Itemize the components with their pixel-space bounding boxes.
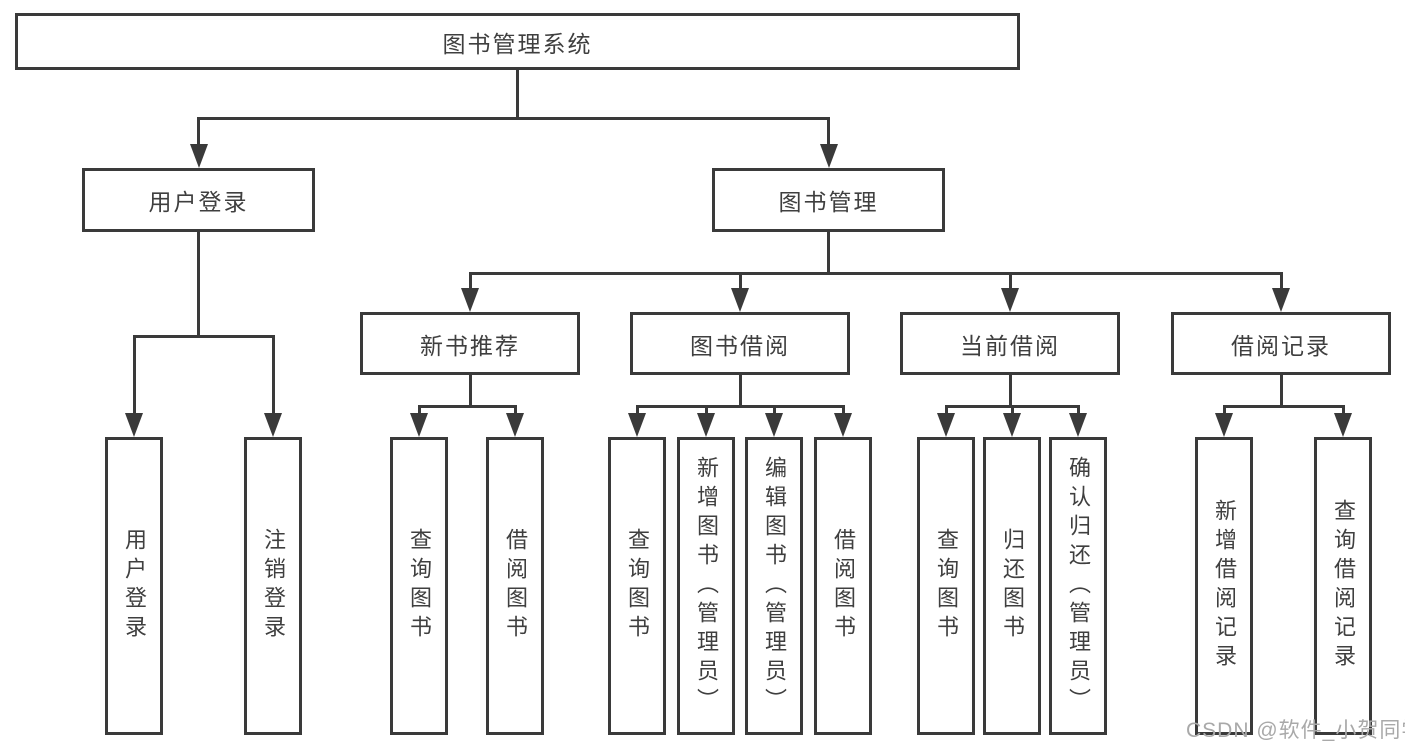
- connector-line: [468, 273, 472, 292]
- arrowhead-icon: [410, 413, 428, 437]
- node-library-management-system: 图书管理系统: [15, 13, 1020, 70]
- connector-line: [738, 273, 742, 292]
- node-leaf-user-login: 用户登录: [105, 437, 163, 735]
- connector-line: [1076, 406, 1080, 417]
- arrowhead-icon: [697, 413, 715, 437]
- arrowhead-icon: [506, 413, 524, 437]
- connector-line: [1279, 373, 1283, 406]
- arrowhead-icon: [1069, 413, 1087, 437]
- node-user-login: 用户登录: [82, 168, 315, 232]
- connector-line: [827, 230, 830, 273]
- node-borrowing-records: 借阅记录: [1171, 312, 1391, 375]
- arrowhead-icon: [819, 144, 838, 168]
- arrowhead-icon: [1334, 413, 1352, 437]
- connector-line: [1279, 273, 1283, 292]
- connector-line: [417, 406, 421, 417]
- node-leaf-query-books-1: 查询图书: [390, 437, 448, 735]
- csdn-watermark: CSDN @软件_小贺同学: [1186, 719, 1405, 742]
- arrowhead-icon: [628, 413, 646, 437]
- node-leaf-add-borrow-record: 新增借阅记录: [1195, 437, 1253, 735]
- connector-line: [635, 406, 639, 417]
- arrowhead-icon: [765, 413, 783, 437]
- node-leaf-logout: 注销登录: [244, 437, 302, 735]
- arrowhead-icon: [1003, 413, 1021, 437]
- connector-line: [468, 271, 1283, 275]
- arrowhead-icon: [1272, 288, 1290, 312]
- node-leaf-return-books: 归还图书: [983, 437, 1041, 735]
- arrowhead-icon: [937, 413, 955, 437]
- connector-line: [738, 373, 742, 406]
- connector-line: [513, 406, 517, 417]
- connector-line: [197, 118, 200, 148]
- connector-line: [468, 373, 472, 406]
- connector-line: [1341, 406, 1345, 417]
- node-book-management: 图书管理: [712, 168, 945, 232]
- arrowhead-icon: [834, 413, 852, 437]
- connector-line: [271, 336, 275, 417]
- arrowhead-icon: [731, 288, 749, 312]
- node-current-borrowing: 当前借阅: [900, 312, 1120, 375]
- connector-line: [1222, 404, 1345, 408]
- connector-line: [827, 118, 830, 148]
- arrowhead-icon: [189, 144, 208, 168]
- node-leaf-query-books-3: 查询图书: [917, 437, 975, 735]
- node-leaf-borrow-books-2: 借阅图书: [814, 437, 872, 735]
- connector-line: [197, 116, 830, 120]
- connector-line: [132, 336, 136, 417]
- node-new-book-recommendation: 新书推荐: [360, 312, 580, 375]
- connector-line: [1008, 273, 1012, 292]
- connector-line: [516, 68, 519, 118]
- connector-line: [132, 334, 275, 338]
- connector-line: [1010, 406, 1014, 417]
- node-leaf-edit-books-admin: 编辑图书（管理员）: [745, 437, 803, 735]
- connector-line: [944, 406, 948, 417]
- arrowhead-icon: [264, 413, 282, 437]
- arrowhead-icon: [461, 288, 479, 312]
- arrowhead-icon: [1001, 288, 1019, 312]
- arrowhead-icon: [1215, 413, 1233, 437]
- connector-line: [704, 406, 708, 417]
- connector-line: [417, 404, 517, 408]
- arrowhead-icon: [125, 413, 143, 437]
- node-leaf-borrow-books-1: 借阅图书: [486, 437, 544, 735]
- node-leaf-add-books-admin: 新增图书（管理员）: [677, 437, 735, 735]
- node-leaf-confirm-return-admin: 确认归还（管理员）: [1049, 437, 1107, 735]
- connector-line: [1222, 406, 1226, 417]
- connector-line: [772, 406, 776, 417]
- node-leaf-query-borrow-record: 查询借阅记录: [1314, 437, 1372, 735]
- node-leaf-query-books-2: 查询图书: [608, 437, 666, 735]
- connector-line: [197, 230, 200, 336]
- connector-line: [841, 406, 845, 417]
- node-book-borrowing: 图书借阅: [630, 312, 850, 375]
- connector-line: [635, 404, 845, 408]
- connector-line: [1008, 373, 1012, 406]
